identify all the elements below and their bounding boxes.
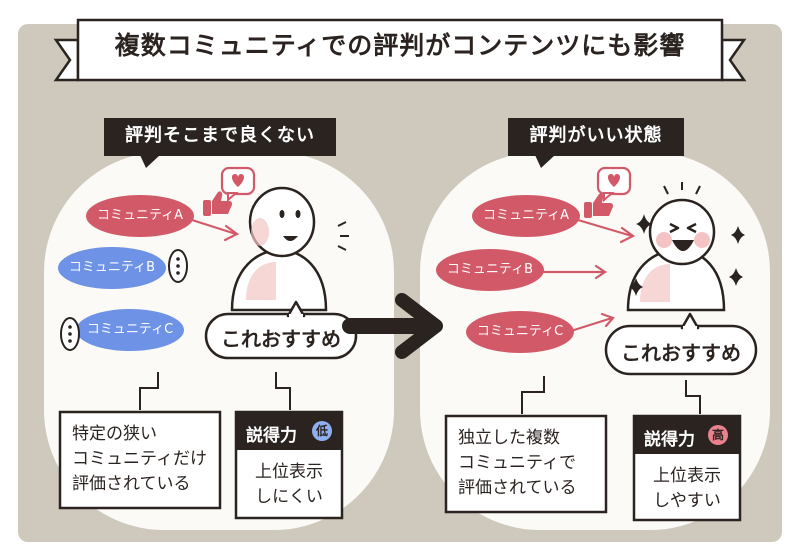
right-sublabel-box (508, 118, 684, 168)
connector-right-persuasion (685, 380, 701, 414)
community-b-pill-right (436, 249, 544, 291)
connector-left-note (139, 372, 159, 410)
speech-bubble-left (204, 300, 358, 360)
persuasion-result-right: 上位表示 しやすい (653, 466, 721, 511)
left-panel-label: 評判そこまで良くない (125, 125, 315, 146)
persuasion-label-right: 説得力 (644, 430, 695, 450)
arrow-right-b (542, 264, 607, 280)
sparkle-icon-2 (731, 226, 745, 244)
right-panel-label: 評判がいい状態 (529, 125, 663, 146)
community-a-pill-left (86, 195, 194, 237)
community-a-label-right: コミュニティA (482, 208, 570, 223)
connector-right-note (521, 376, 545, 414)
ellipsis-bubble-c (60, 317, 80, 351)
arrow-left-a (190, 218, 240, 242)
sparkle-icon-3 (629, 278, 643, 296)
speech-text-right: これおすすめ (621, 341, 741, 365)
connector-left-persuasion (275, 372, 291, 410)
title-banner (53, 18, 747, 82)
note-text-left: 特定の狭い コミュニティだけ 評価されている (72, 424, 207, 494)
persuasion-badge-bg-left (312, 421, 332, 441)
speech-bubble-right (604, 312, 758, 376)
persuasion-level-badge-right: 高 (711, 428, 724, 442)
arrow-right-a (576, 218, 636, 244)
community-c-pill-right (466, 311, 574, 353)
community-b-label-right: コミュニティB (446, 262, 534, 277)
persuasion-label-left: 説得力 (246, 426, 297, 446)
persuasion-level-badge-left: 低 (315, 424, 328, 438)
community-c-label-right: コミュニティC (476, 324, 564, 339)
note-box-left (58, 410, 222, 510)
sparkle-icon-1 (636, 214, 652, 234)
community-a-label-left: コミュニティA (96, 208, 184, 223)
thumbs-up-icon-right (584, 193, 614, 218)
persuasion-result-left: 上位表示 しにくい (255, 462, 323, 507)
person-right (626, 182, 726, 312)
community-b-label-left: コミュニティB (68, 260, 156, 275)
note-box-right (444, 414, 608, 514)
left-sublabel-box (104, 118, 336, 168)
arrow-right-c (572, 312, 615, 332)
community-c-label-left: コミュニティC (86, 322, 174, 337)
community-c-pill-left (76, 309, 184, 351)
persuasion-badge-bg-right (708, 425, 728, 445)
center-arrow (342, 293, 443, 359)
heart-bubble-left (220, 166, 256, 203)
sparkle-icon-4 (729, 268, 743, 286)
community-a-pill-right (472, 195, 580, 237)
community-b-pill-left (58, 247, 166, 289)
heart-bubble-right (596, 166, 632, 203)
note-text-right: 独立した複数 コミュニティで 評価されている (458, 428, 577, 498)
speech-text-left: これおすすめ (221, 327, 341, 351)
diagram-title: 複数コミュニティでの評判がコンテンツにも影響 (114, 31, 686, 60)
ellipsis-bubble-b (168, 249, 188, 283)
person-left (230, 186, 349, 312)
thumbs-up-icon-left (203, 191, 233, 216)
